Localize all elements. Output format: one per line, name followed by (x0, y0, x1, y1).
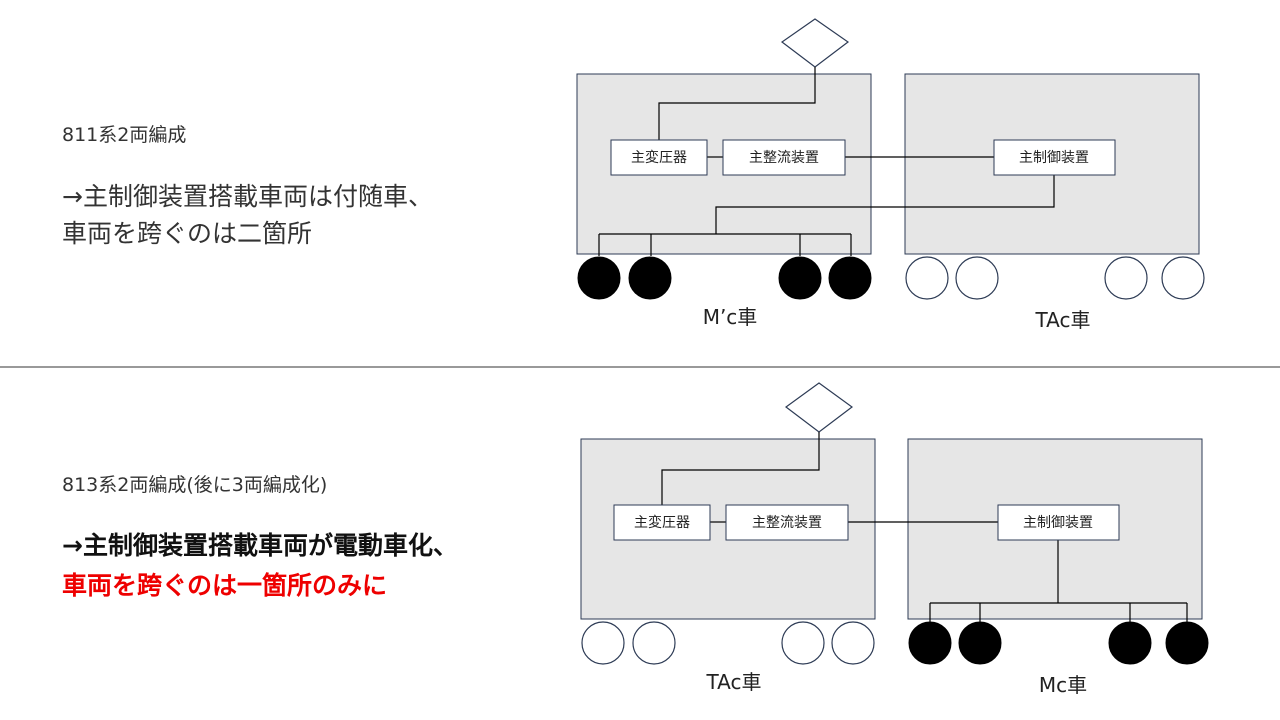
motor-wheel (908, 621, 952, 665)
section1-title: 811系2両編成 (62, 124, 187, 146)
main-rectifier-box (725, 504, 849, 541)
main-transformer-label: 主変圧器 (631, 149, 687, 166)
car-right-label: TAc車 (1035, 308, 1091, 332)
main-transformer-box (610, 139, 708, 176)
section2-diagram: 主変圧器 主整流装置 主制御装置 TAc車 Mc車 (580, 382, 1209, 697)
main-controller-label: 主制御装置 (1019, 150, 1089, 166)
section2-title: 813系2両編成(後に3両編成化) (62, 474, 328, 496)
section1-desc-line1: →主制御装置搭載車両は付随車、 (62, 182, 433, 211)
motor-wheel (577, 256, 621, 300)
pantograph-icon (784, 382, 854, 433)
section1-diagram: 主変圧器 主整流装置 主制御装置 M’c車 TAc車 (576, 18, 1205, 332)
motor-wheel (828, 256, 872, 300)
car-left-label: M’c車 (703, 305, 758, 329)
main-rectifier-box (722, 139, 846, 176)
trailer-wheel (781, 621, 825, 665)
main-rectifier-label: 主整流装置 (749, 150, 819, 166)
wire-controller-return (715, 175, 1055, 234)
main-controller-box (993, 139, 1116, 176)
trailer-wheel (581, 621, 625, 665)
main-transformer-box (613, 504, 711, 541)
trailer-wheel (955, 256, 999, 300)
section2-desc-line2: 車両を跨ぐのは一箇所のみに (62, 571, 388, 600)
motor-wheel (778, 256, 822, 300)
main-rectifier-label: 主整流装置 (752, 515, 822, 531)
motor-wheel (958, 621, 1002, 665)
section2-description: →主制御装置搭載車両が電動車化、 車両を跨ぐのは一箇所のみに (62, 526, 458, 606)
trailer-wheel (1161, 256, 1205, 300)
motor-wheel (628, 256, 672, 300)
wire-panto-transformer (661, 432, 820, 507)
motor-wheel (1108, 621, 1152, 665)
wire-panto-transformer (658, 67, 816, 143)
motor-wheel (1165, 621, 1209, 665)
trailer-wheel (905, 256, 949, 300)
main-controller-label: 主制御装置 (1023, 515, 1093, 531)
car-right-label: Mc車 (1039, 673, 1087, 697)
main-controller-box (997, 504, 1120, 541)
section2-desc-line1: →主制御装置搭載車両が電動車化、 (62, 531, 458, 560)
car-right-body (904, 73, 1200, 255)
pantograph-icon (780, 18, 850, 68)
section1-desc-line2: 車両を跨ぐのは二箇所 (62, 219, 313, 248)
trailer-wheel (632, 621, 676, 665)
section1-description: →主制御装置搭載車両は付随車、 車両を跨ぐのは二箇所 (62, 178, 433, 252)
car-left-label: TAc車 (706, 670, 762, 694)
main-transformer-label: 主変圧器 (634, 514, 690, 531)
trailer-wheel (1104, 256, 1148, 300)
trailer-wheel (831, 621, 875, 665)
